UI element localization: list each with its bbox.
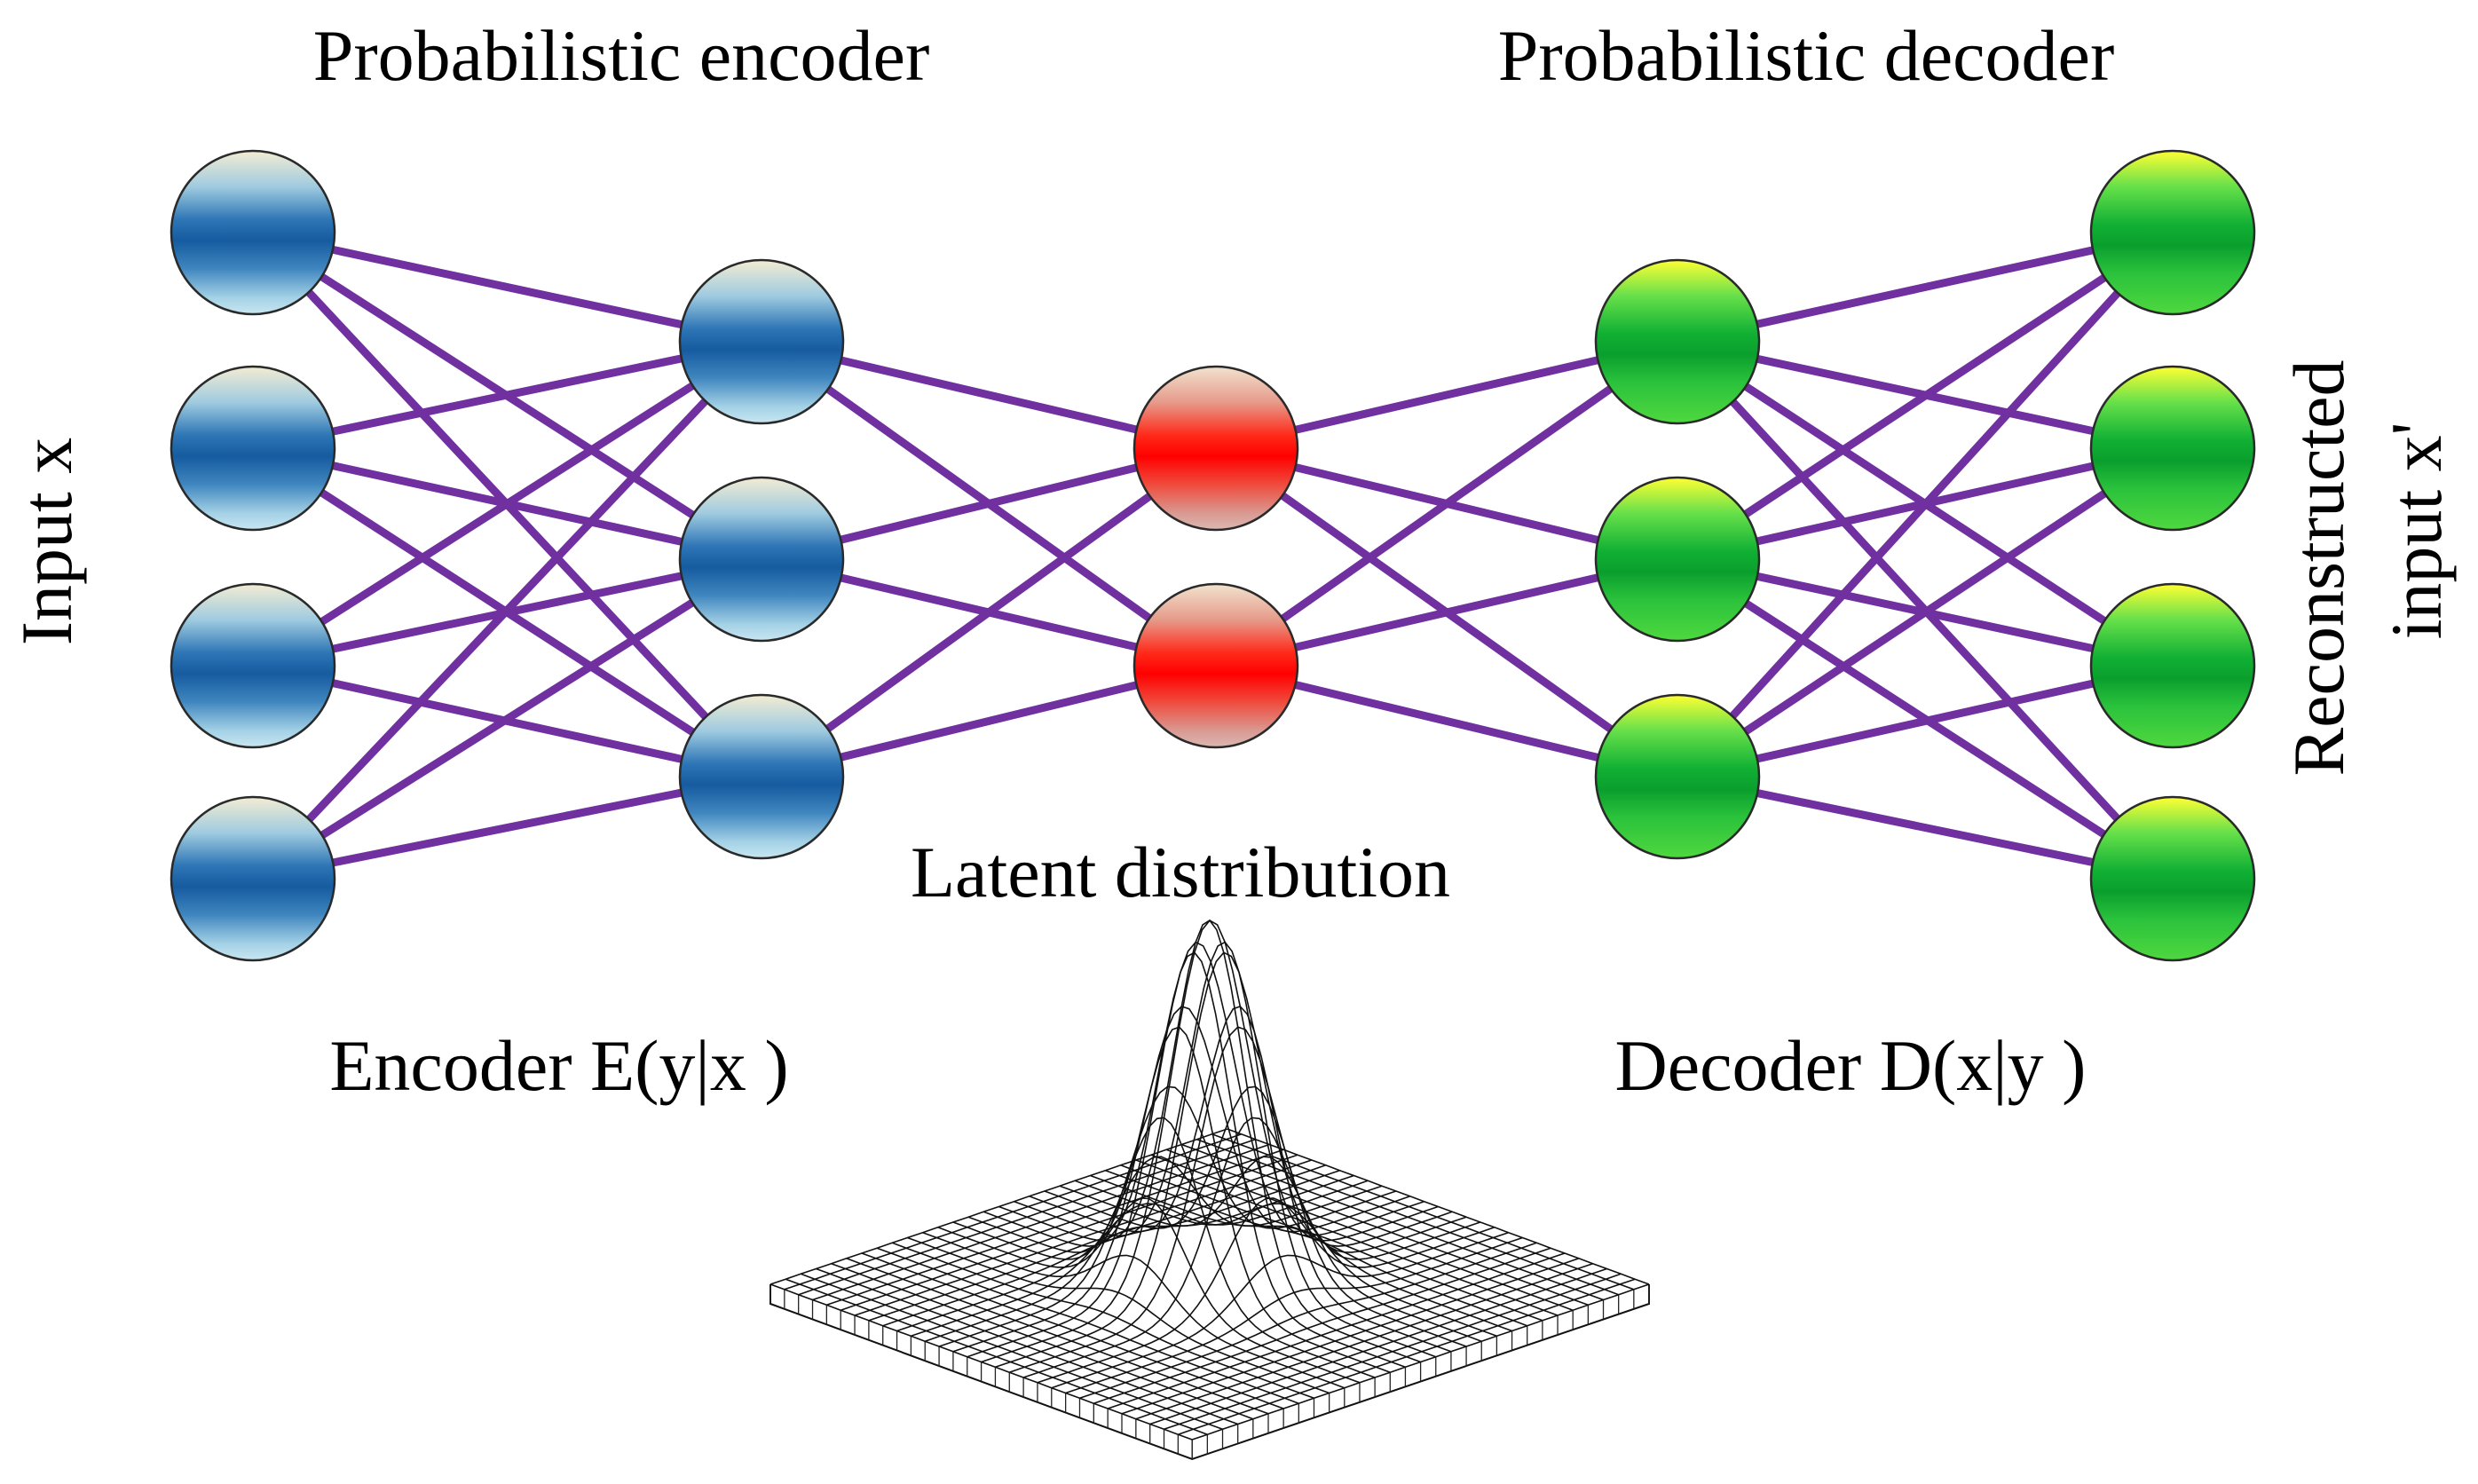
surface-mesh-line — [812, 1143, 1270, 1301]
red-node-layer3-1 — [1132, 365, 1299, 532]
surface-mesh-line — [1178, 1278, 1636, 1435]
surface-mesh-line — [826, 1149, 1284, 1306]
surface-mesh-line — [1135, 1262, 1593, 1420]
surface-mesh-line — [1191, 1283, 1650, 1441]
connection-l4-3-to-3 — [1677, 661, 2174, 781]
green-node-layer5-2 — [2089, 365, 2256, 532]
connection-l4-3-to-1 — [1674, 229, 2176, 780]
red-node-layer3-2 — [1132, 582, 1299, 749]
decoder-function-label: Decoder D(x|y ) — [1615, 1025, 2087, 1106]
blue-node-layer2-3 — [678, 693, 845, 860]
connection-l1-1-to-1 — [252, 228, 762, 346]
blue-node-layer1-2 — [170, 365, 336, 532]
surface-mesh-line — [896, 1174, 1354, 1332]
encoder-function-label: Encoder E(y|x ) — [329, 1025, 788, 1106]
connection-l4-1-to-1 — [1677, 228, 2174, 346]
encoder-title: Probabilistic encoder — [313, 15, 930, 96]
decoder-title: Probabilistic decoder — [1498, 15, 2115, 96]
green-node-layer5-1 — [2089, 149, 2256, 316]
surface-mesh-line — [924, 1156, 1383, 1342]
surface-mesh-line — [769, 1128, 1228, 1285]
surface-mesh-line — [1037, 1197, 1495, 1384]
surface-mesh-line — [1164, 1273, 1622, 1431]
connection-l4-3-to-4 — [1677, 772, 2174, 883]
connection-l3-2-to-1 — [1213, 338, 1680, 669]
surface-mesh-line — [1079, 1242, 1537, 1400]
blue-node-layer2-1 — [678, 258, 845, 425]
reconstructed-label-line1: Reconstructed — [2278, 359, 2359, 776]
connection-group — [249, 228, 2176, 883]
connection-l4-2-to-1 — [1675, 229, 2175, 563]
connection-l1-3-to-1 — [250, 338, 764, 669]
surface-mesh-line — [938, 1085, 1397, 1347]
surface-mesh-line — [798, 1138, 1256, 1296]
surface-mesh-line — [967, 1026, 1391, 1373]
surface-mesh-line — [1121, 1258, 1580, 1415]
blue-node-layer1-1 — [170, 149, 336, 316]
surface-mesh-line — [952, 1005, 1410, 1353]
surface-mesh-line — [840, 1154, 1298, 1311]
surface-mesh-line — [981, 919, 1439, 1363]
surface-mesh-line — [1149, 1267, 1607, 1425]
surface-mesh-line — [967, 941, 1424, 1358]
gaussian-surface-plot — [769, 919, 1650, 1461]
blue-node-layer1-4 — [170, 795, 336, 962]
input-label: Input x — [6, 438, 87, 646]
connection-l1-4-to-3 — [252, 772, 762, 883]
surface-mesh-line — [911, 1180, 1369, 1338]
reconstructed-label-line2: input x' — [2376, 422, 2457, 640]
green-node-layer4-3 — [1594, 693, 1761, 860]
connection-l4-3-to-2 — [1675, 445, 2175, 780]
green-node-layer5-4 — [2089, 795, 2256, 962]
surface-mesh-line — [1065, 1236, 1523, 1394]
surface-mesh-line — [1107, 1252, 1566, 1409]
connection-l1-4-to-1 — [249, 338, 765, 882]
surface-mesh-line — [1051, 1231, 1509, 1389]
green-node-layer4-1 — [1594, 258, 1761, 425]
surface-mesh-line — [854, 1159, 1313, 1316]
connection-l1-4-to-2 — [250, 556, 764, 882]
blue-node-layer1-3 — [170, 582, 336, 749]
node-group — [170, 149, 2256, 962]
surface-mesh-line — [995, 951, 1453, 1369]
green-node-layer4-2 — [1594, 476, 1761, 643]
surface-mesh-line — [882, 1169, 1340, 1327]
connection-l2-3-to-1 — [759, 445, 1219, 780]
surface-mesh-line — [1093, 1247, 1551, 1404]
surface-mesh-line — [868, 1164, 1326, 1322]
surface-mesh-line — [1022, 1117, 1481, 1378]
surface-mesh-line — [1009, 1026, 1467, 1373]
connection-l1-2-to-1 — [252, 337, 762, 453]
latent-distribution-label: Latent distribution — [911, 832, 1450, 912]
green-node-layer5-3 — [2089, 582, 2256, 749]
surface-mesh-line — [784, 1133, 1242, 1291]
blue-node-layer2-2 — [678, 476, 845, 643]
